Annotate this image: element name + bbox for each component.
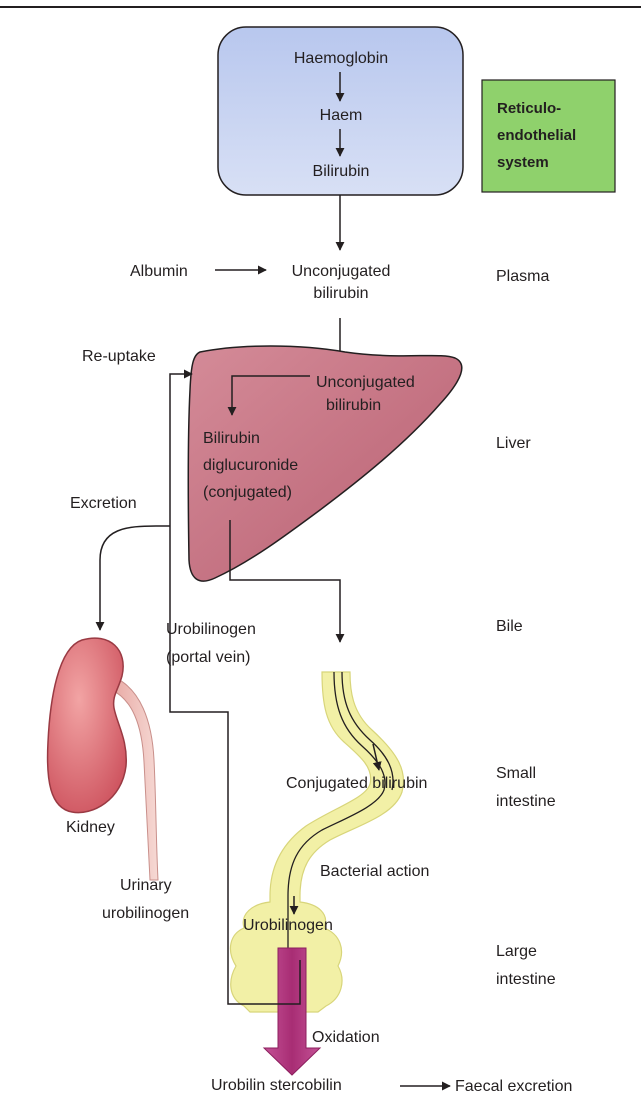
legend-line-1: Reticulo- [497, 100, 561, 117]
bacterial-action-label: Bacterial action [320, 863, 429, 880]
stage-small-intestine-2: intestine [496, 793, 556, 810]
diglucuronide-1: Bilirubin [203, 430, 260, 447]
stage-large-intestine-1: Large [496, 943, 537, 960]
diglucuronide-2: diglucuronide [203, 457, 298, 474]
stage-liver: Liver [496, 435, 531, 452]
unconjugated-label-1: Unconjugated [292, 263, 391, 280]
intestine-shape [230, 672, 403, 1012]
excretion-label: Excretion [70, 495, 137, 512]
arrow-excretion-to-kidney [100, 526, 170, 630]
stage-large-intestine-2: intestine [496, 971, 556, 988]
unconjugated-label-2: bilirubin [313, 285, 368, 302]
faecal-excretion-label: Faecal excretion [455, 1078, 572, 1095]
legend-line-2: endothelial [497, 127, 576, 144]
liver-unconjugated-1: Unconjugated [316, 374, 415, 391]
legend-line-3: system [497, 154, 549, 171]
urinary-label-1: Urinary [120, 877, 172, 894]
urobilinogen-label: Urobilinogen [243, 917, 333, 934]
urobilinogen-portal-1: Urobilinogen [166, 621, 256, 638]
haemoglobin-label: Haemoglobin [294, 50, 388, 67]
conjugated-bilirubin-label: Conjugated bilirubin [286, 775, 427, 792]
stage-bile: Bile [496, 618, 523, 635]
reuptake-label: Re-uptake [82, 348, 156, 365]
kidney-label: Kidney [66, 819, 115, 836]
stage-plasma: Plasma [496, 268, 549, 285]
oxidation-label: Oxidation [312, 1029, 380, 1046]
haem-label: Haem [320, 107, 363, 124]
bilirubin-label: Bilirubin [313, 163, 370, 180]
albumin-label: Albumin [130, 263, 188, 280]
urobilin-stercobilin-label: Urobilin stercobilin [211, 1077, 342, 1094]
urobilinogen-portal-2: (portal vein) [166, 649, 250, 666]
kidney-shape [48, 638, 127, 813]
stage-small-intestine-1: Small [496, 765, 536, 782]
diglucuronide-3: (conjugated) [203, 484, 292, 501]
urinary-label-2: urobilinogen [102, 905, 189, 922]
liver-unconjugated-2: bilirubin [326, 397, 381, 414]
